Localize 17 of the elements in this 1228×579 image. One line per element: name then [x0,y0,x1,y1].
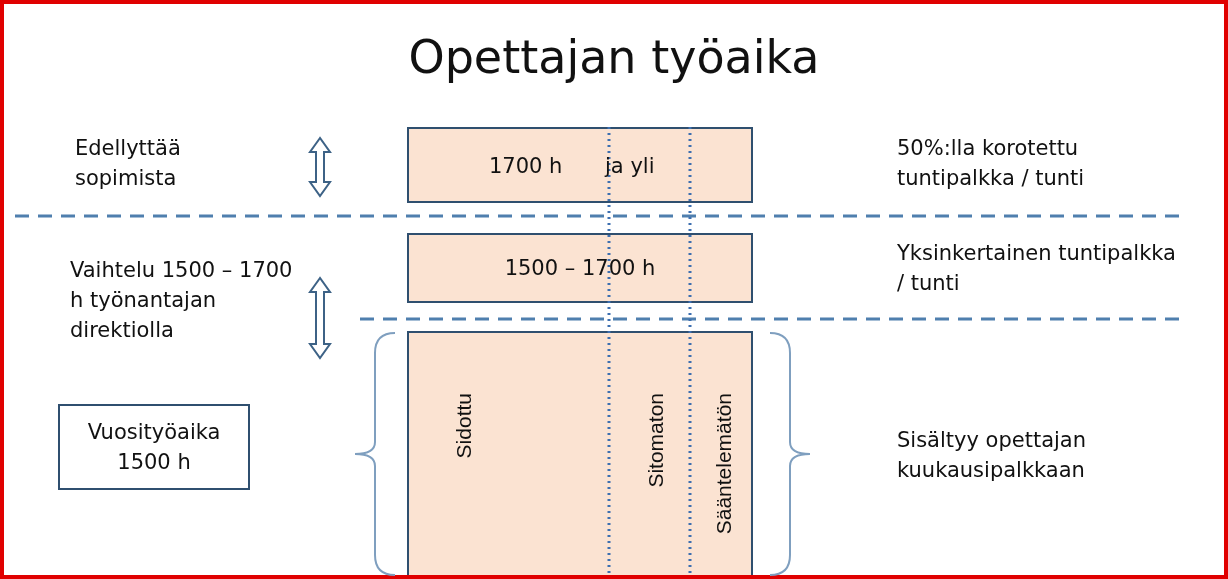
box-label: Sidottu [451,393,476,459]
box [407,331,753,577]
note-text: 50%:lla korotettu tuntipalkka / tunti [897,135,1086,192]
box-label: Sitomaton [643,393,668,488]
box-label: Vuosityöaika 1500 h [86,419,222,476]
box-label: ja yli [605,153,655,180]
box [407,127,753,203]
box-label: 1500 – 1700 h [504,255,656,282]
note-text: Vaihtelu 1500 – 1700 h työnantajan direktiolla [70,257,294,344]
box [407,233,753,303]
box-label: Sääntelemätön [711,393,736,535]
note-text: Sisältyy opettajan kuukausipalkkaan [897,427,1088,484]
box-label: 1700 h [489,153,563,180]
title: Opettajan työaika [407,30,821,84]
note-text: Edellyttää sopimista [75,135,182,192]
box [58,404,250,490]
note-text: Yksinkertainen tuntipalkka / tunti [897,240,1177,297]
